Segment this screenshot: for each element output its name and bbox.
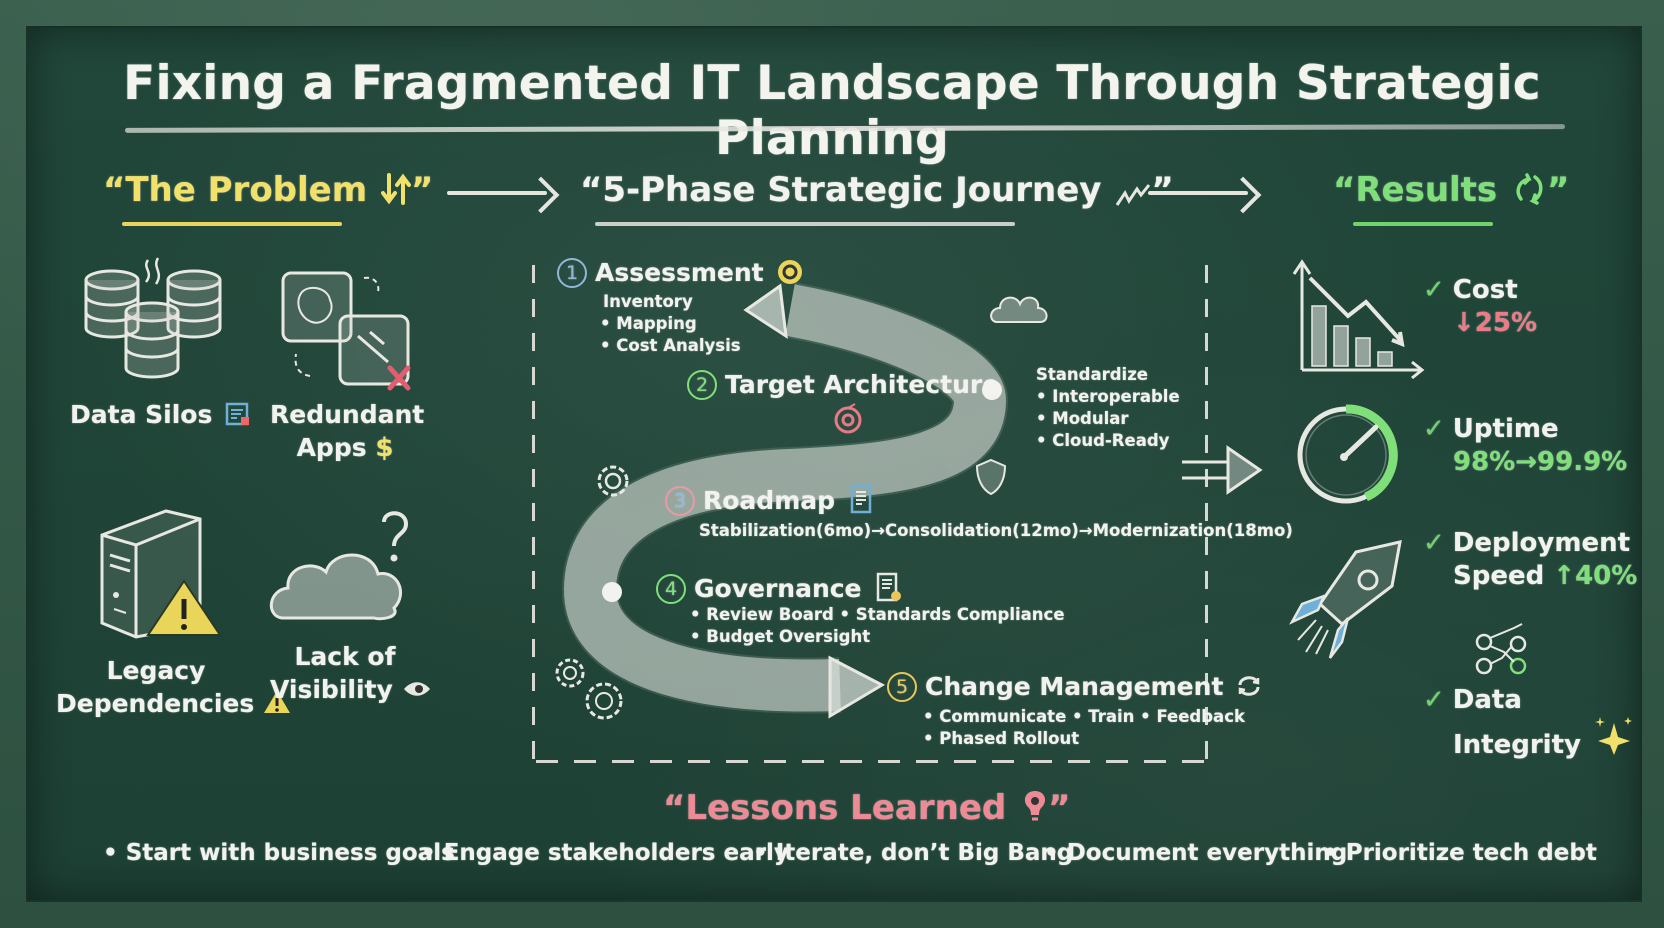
warning-icon [263, 691, 290, 713]
document-list-icon [850, 484, 871, 514]
duplicate-apps-icon [281, 271, 411, 391]
phase-1-details: Inventory • Mapping • Cost Analysis [600, 292, 741, 355]
journey-heading: “5-Phase Strategic Journey ” [580, 170, 1174, 210]
target-icon [834, 403, 862, 434]
rocket-icon [1289, 540, 1402, 659]
linked-nodes-icon [1475, 623, 1527, 675]
problem-item-legacy-dependencies: Legacy Dependencies [56, 654, 290, 720]
gauge-icon [1297, 404, 1398, 504]
problem-item-data-silos: Data Silos [70, 398, 251, 431]
trend-zigzag-icon [1116, 184, 1151, 206]
problem-underline [122, 222, 342, 226]
database-stack-icon [84, 257, 222, 379]
refresh-icon [1238, 676, 1260, 696]
lesson-item: • Start with business goals [103, 840, 455, 866]
lessons-heading: “Lessons Learned ” [663, 788, 1071, 828]
journey-box-bottom-border [536, 760, 1206, 763]
document-icon [225, 402, 250, 426]
journey-path-arrow [561, 282, 1009, 719]
declining-bar-chart-icon [1292, 259, 1425, 380]
phase-2-details: Standardize • Interoperable • Modular • … [1036, 365, 1180, 450]
shield-icon [975, 458, 1007, 496]
lesson-item: • Engage stakeholders early [421, 840, 789, 866]
money-bag-icon: $ [375, 433, 394, 463]
arrow-to-results [1182, 445, 1263, 495]
check-icon: ✓ [1423, 414, 1445, 444]
eye-icon [403, 682, 430, 696]
results-underline [1353, 222, 1493, 226]
lesson-item: • Prioritize tech debt [1323, 840, 1597, 866]
gear-badge-icon [778, 260, 803, 284]
check-icon: ✓ [1423, 528, 1445, 558]
results-heading: “Results ” [1333, 170, 1570, 210]
gear-icon [597, 465, 629, 497]
lesson-item: • Document everything [1044, 840, 1348, 866]
sparkle-icon [1595, 717, 1633, 755]
down-up-arrows-icon [381, 173, 412, 205]
page-title: Fixing a Fragmented IT Landscape Through… [123, 56, 1541, 166]
cloud-question-icon [270, 511, 409, 621]
result-deployment-speed: ✓Deployment Speed ↑40% [1423, 528, 1638, 591]
problem-heading: “The Problem ” [103, 170, 434, 210]
result-data-integrity: ✓Data Integrity [1423, 684, 1634, 762]
server-tower-icon [100, 509, 222, 639]
journey-box-right-border [1205, 265, 1208, 760]
gears-icon [555, 658, 623, 720]
problem-item-redundant-apps: Redundant Apps $ [270, 400, 425, 463]
arrow-problem-to-journey [447, 191, 547, 195]
journey-box-left-border [532, 265, 535, 760]
lesson-item: • Iterate, don’t Big Bang [753, 840, 1074, 866]
lightbulb-icon [1024, 791, 1046, 821]
recycle-icon [1516, 173, 1543, 205]
check-icon: ✓ [1423, 685, 1445, 715]
phase-3-details: Stabilization(6mo)→Consolidation(12mo)→M… [699, 521, 1293, 540]
phase-4-details: • Review Board • Standards Compliance • … [690, 605, 1065, 646]
cloud-icon [990, 296, 1048, 323]
problem-item-lack-of-visibility: Lack of Visibility [270, 640, 430, 706]
phase-5-details: • Communicate • Train • Feedback • Phase… [923, 707, 1245, 748]
arrow-journey-to-results [1148, 191, 1248, 195]
document-check-icon [877, 572, 902, 602]
journey-underline [595, 222, 1015, 226]
result-cost: ✓Cost ↓25% [1423, 275, 1538, 338]
check-icon: ✓ [1423, 275, 1445, 305]
result-uptime: ✓Uptime 98%→99.9% [1423, 414, 1628, 477]
